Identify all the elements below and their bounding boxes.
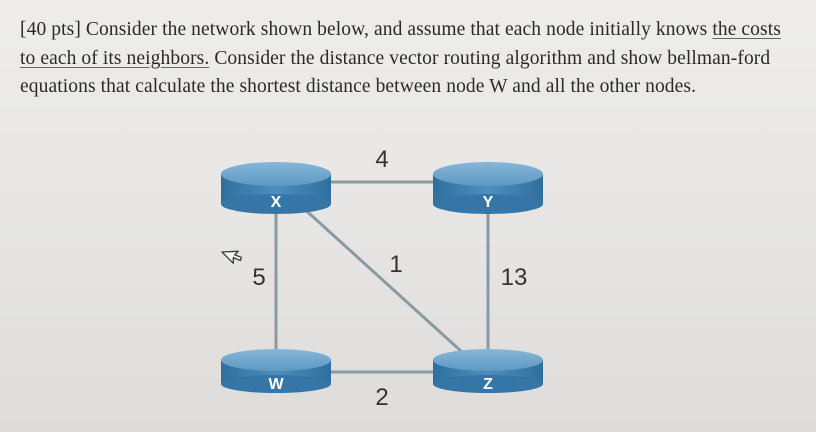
edge-label-x-z: 1 — [389, 251, 402, 278]
node-label-z: Z — [483, 376, 493, 393]
router-y-top — [433, 162, 543, 186]
question-part-3: Consider the distance vector routing alg… — [20, 47, 771, 98]
question-part-1: [40 pts] Consider the network shown belo… — [20, 19, 713, 40]
router-w: W — [221, 349, 331, 393]
link-x-z — [298, 203, 464, 354]
edge-label-x-w: 5 — [252, 264, 265, 291]
node-label-w: W — [268, 376, 284, 393]
router-w-top — [221, 349, 331, 371]
edge-label-w-z: 2 — [375, 384, 388, 411]
node-label-x: X — [271, 194, 282, 211]
router-x-bottom — [221, 194, 331, 214]
question-part-2: the costs to each of its neighbors. — [20, 19, 781, 69]
router-z-bottom — [433, 375, 543, 393]
router-w-bottom — [221, 375, 331, 393]
node-label-y: Y — [483, 194, 494, 211]
router-x-top — [221, 162, 331, 186]
router-z: Z — [433, 349, 543, 393]
router-y: Y — [433, 162, 543, 214]
router-x: X — [221, 162, 331, 214]
router-y-bottom — [433, 194, 543, 214]
edge-label-x-y: 4 — [375, 146, 388, 173]
links — [274, 180, 490, 374]
mouse-pointer-icon — [221, 250, 243, 264]
question-text: [40 pts] Consider the network shown belo… — [20, 16, 790, 102]
router-z-top — [433, 349, 543, 371]
edge-label-y-z: 13 — [501, 264, 528, 291]
